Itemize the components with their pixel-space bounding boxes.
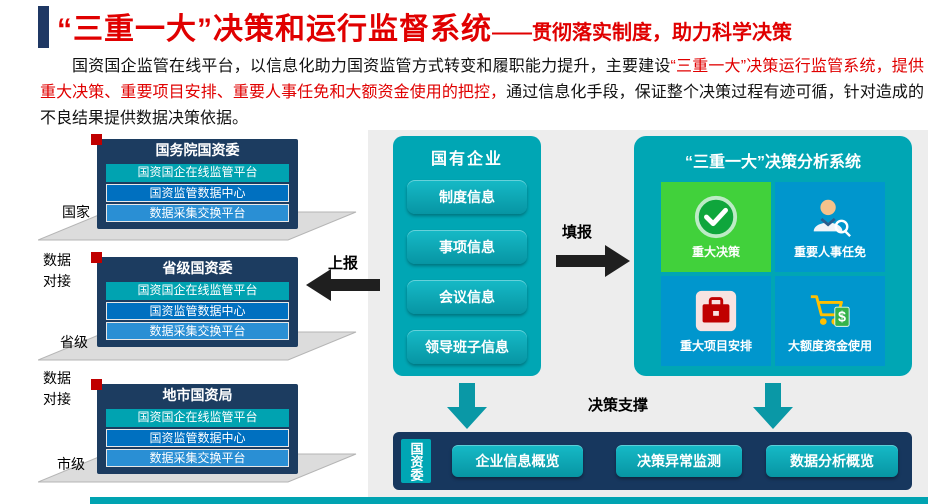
tile-major-project: 重大项目安排: [661, 276, 771, 366]
gov-row-platform: 国资国企在线监管平台: [106, 409, 289, 427]
decision-support-label: 决策支撑: [588, 397, 649, 414]
red-corner-marker: [91, 134, 102, 145]
tile-personnel: 重要人事任免: [775, 182, 885, 272]
enterprise-title: 国有企业: [430, 151, 503, 168]
intro-part2-red: “三重一大”决策运行监管系统，提供重大决策、重要项目安排、重要人事任免和大额资金…: [40, 58, 924, 101]
gov-row-datacenter: 国资监管数据中心: [106, 429, 289, 447]
gov-row-datacenter: 国资监管数据中心: [106, 184, 289, 202]
fill-in-label: 填报: [562, 224, 593, 241]
analysis-title: “三重一大”决策分析系统: [684, 154, 861, 171]
briefcase-icon: [695, 290, 737, 332]
analysis-tiles: 重大决策 重要人事任免 重大项目安排: [661, 182, 885, 366]
enterprise-panel: 国有企业 制度信息 事项信息 会议信息 领导班子信息: [393, 136, 541, 376]
red-corner-marker: [91, 379, 102, 390]
svg-text:$: $: [838, 310, 846, 326]
data-link-label-1: 数据对接: [43, 252, 71, 289]
analysis-panel: “三重一大”决策分析系统 重大决策 重要人事任免: [634, 136, 912, 376]
tile-label: 重要人事任免: [793, 245, 866, 259]
tile-label: 重大项目安排: [679, 339, 752, 353]
page-title-main: “三重一大”决策和运行监督系统: [57, 13, 492, 46]
gov-row-exchange: 数据采集交换平台: [106, 204, 289, 222]
gov-row-platform: 国资国企在线监管平台: [106, 164, 289, 182]
gov-box-provincial: 省级国资委 国资国企在线监管平台 国资监管数据中心 数据采集交换平台: [91, 252, 298, 347]
tile-label: 重大决策: [691, 245, 740, 259]
btn-anomaly-monitor: 决策异常监测: [616, 445, 742, 477]
gov-row-datacenter: 国资监管数据中心: [106, 302, 289, 320]
level-label-national: 国家: [62, 204, 90, 220]
report-up-arrow: [306, 269, 380, 301]
gov-box-national: 国务院国资委 国资国企在线监管平台 国资监管数据中心 数据采集交换平台: [91, 134, 298, 229]
intro-part3: 通过信息化手段，保证整个决策过程有迹可循，针对造成的不良结果提供数据决策依据。: [40, 84, 924, 127]
gov-row-platform: 国资国企在线监管平台: [106, 282, 289, 300]
enterprise-item-leadership-info: 领导班子信息: [407, 330, 527, 364]
check-circle-icon: [694, 195, 738, 239]
tile-large-funds: $ 大额度资金使用: [775, 276, 885, 366]
btn-enterprise-overview: 企业信息概览: [452, 445, 583, 477]
intro-part1: 国资国企监管在线平台，以信息化助力国资监管方式转变和履职能力提升，主要建设: [72, 58, 671, 75]
enterprise-item-matter-info: 事项信息: [407, 230, 527, 264]
tile-label: 大额度资金使用: [787, 339, 872, 353]
btn-data-analysis-overview: 数据分析概览: [766, 445, 898, 477]
page-title: “三重一大”决策和运行监督系统——贯彻落实制度，助力科学决策: [57, 4, 922, 48]
sasac-bottom-bar: 国资委 企业信息概览 决策异常监测 数据分析概览: [393, 432, 912, 490]
data-link-label-2: 数据对接: [43, 370, 71, 407]
bottom-accent-strip: [90, 497, 928, 504]
sasac-label: 国资委: [401, 439, 431, 483]
enterprise-item-meeting-info: 会议信息: [407, 280, 527, 314]
enterprise-item-system-info: 制度信息: [407, 180, 527, 214]
report-up-label: 上报: [328, 255, 359, 272]
cart-money-icon: $: [810, 295, 850, 327]
down-arrow-analysis: [753, 383, 793, 429]
fill-in-arrow: [556, 245, 630, 277]
tile-major-decision: 重大决策: [661, 182, 771, 272]
red-corner-marker: [91, 252, 102, 263]
gov-box-city-title: 地市国资局: [162, 387, 233, 403]
title-accent-bar: [38, 6, 49, 48]
level-label-provincial: 省级: [60, 334, 88, 350]
gov-box-provincial-title: 省级国资委: [162, 260, 233, 276]
down-arrow-enterprise: [447, 383, 487, 429]
level-label-city: 市级: [57, 456, 85, 472]
page-title-sub: ——贯彻落实制度，助力科学决策: [492, 22, 792, 44]
gov-box-national-title: 国务院国资委: [155, 142, 240, 158]
gov-box-city: 地市国资局 国资国企在线监管平台 国资监管数据中心 数据采集交换平台: [91, 379, 298, 474]
gov-row-exchange: 数据采集交换平台: [106, 322, 289, 340]
gov-row-exchange: 数据采集交换平台: [106, 449, 289, 467]
intro-paragraph: 国资国企监管在线平台，以信息化助力国资监管方式转变和履职能力提升，主要建设“三重…: [40, 54, 924, 132]
person-icon: [813, 199, 851, 238]
